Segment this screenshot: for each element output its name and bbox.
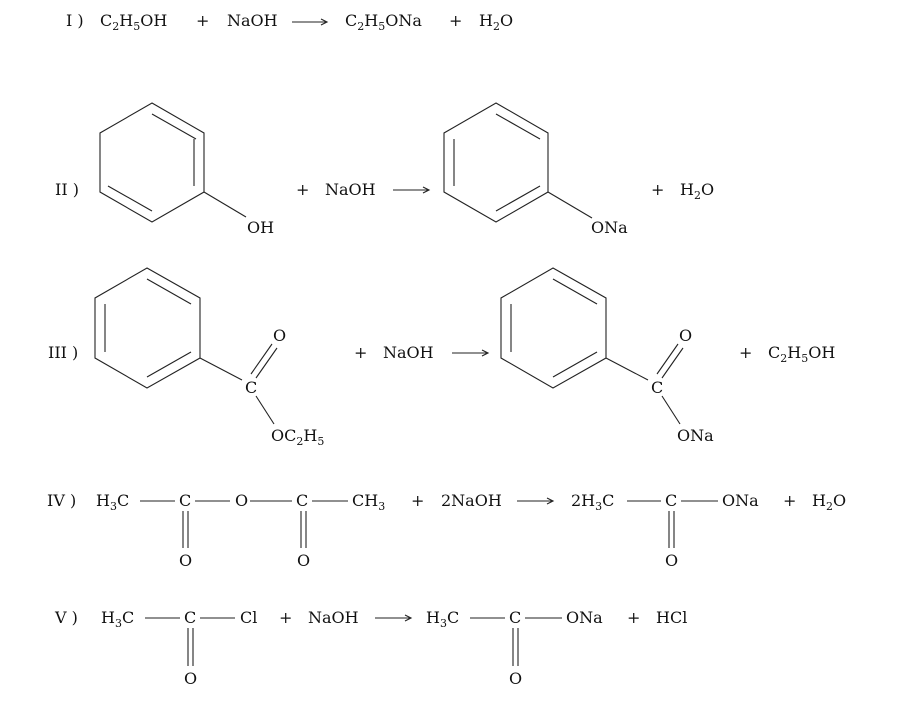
plus-sign: + bbox=[449, 11, 463, 30]
plus-sign: + bbox=[196, 11, 210, 30]
water-formula: H2O bbox=[680, 180, 715, 202]
reaction-arrow-5 bbox=[375, 614, 413, 622]
carbonyl-oxygen: O bbox=[179, 551, 193, 570]
ethoxy-group: OC2H5 bbox=[271, 426, 325, 448]
carbonyl-oxygen: O bbox=[273, 326, 287, 345]
carbonyl-carbon: C bbox=[245, 378, 258, 397]
carbonyl-carbon: C bbox=[296, 491, 309, 510]
ethanol-formula: C2H5OH bbox=[768, 343, 836, 365]
hydroxyl-group: OH bbox=[247, 218, 275, 237]
reaction-label-2: II ) bbox=[55, 180, 79, 199]
reaction-label-1: I ) bbox=[66, 11, 84, 30]
carbonyl-carbon: C bbox=[179, 491, 192, 510]
anhydride-bonds bbox=[140, 500, 718, 548]
acetate-methyl-group: 2H3C bbox=[571, 491, 615, 513]
reaction-label-5: V ) bbox=[55, 608, 78, 627]
phenol-ring bbox=[99, 102, 247, 223]
sodium-oxide-group: ONa bbox=[566, 608, 603, 627]
carbonyl-oxygen: O bbox=[184, 669, 198, 688]
benzoate-ring bbox=[500, 267, 684, 425]
carbonyl-carbon: C bbox=[509, 608, 522, 627]
reaction-arrow-2 bbox=[393, 186, 431, 194]
phenoxide-ring bbox=[443, 102, 593, 223]
plus-sign: + bbox=[651, 180, 665, 199]
carbonyl-oxygen: O bbox=[509, 669, 523, 688]
reagent-naoh: NaOH bbox=[383, 343, 434, 362]
plus-sign: + bbox=[296, 180, 310, 199]
carbonyl-oxygen: O bbox=[679, 326, 693, 345]
reagent-naoh: 2NaOH bbox=[441, 491, 502, 510]
hydrogen-chloride: HCl bbox=[656, 608, 688, 627]
plus-sign: + bbox=[783, 491, 797, 510]
reaction-label-4: IV ) bbox=[47, 491, 77, 510]
reaction-arrow-3 bbox=[452, 349, 490, 357]
ethanol-formula: C2H5OH bbox=[100, 11, 168, 33]
methyl-group: CH3 bbox=[352, 491, 386, 513]
carbonyl-carbon: C bbox=[651, 378, 664, 397]
carbonyl-oxygen: O bbox=[665, 551, 679, 570]
carbonyl-oxygen: O bbox=[297, 551, 311, 570]
bridge-oxygen: O bbox=[235, 491, 249, 510]
methyl-group: H3C bbox=[96, 491, 130, 513]
carbonyl-carbon: C bbox=[665, 491, 678, 510]
acyl-chloride-bonds bbox=[145, 617, 562, 666]
reagent-naoh: NaOH bbox=[227, 11, 278, 30]
sodium-ethoxide-formula: C2H5ONa bbox=[345, 11, 422, 33]
chlorine-atom: Cl bbox=[240, 608, 258, 627]
plus-sign: + bbox=[627, 608, 641, 627]
ester-ring bbox=[94, 267, 278, 425]
methyl-group: H3C bbox=[426, 608, 460, 630]
reaction-arrow-1 bbox=[292, 18, 329, 26]
reagent-naoh: NaOH bbox=[325, 180, 376, 199]
reaction-arrow-4 bbox=[517, 497, 555, 505]
sodium-oxide-group: ONa bbox=[677, 426, 714, 445]
methyl-group: H3C bbox=[101, 608, 135, 630]
reaction-label-3: III ) bbox=[48, 343, 79, 362]
plus-sign: + bbox=[354, 343, 368, 362]
reagent-naoh: NaOH bbox=[308, 608, 359, 627]
sodium-oxide-group: ONa bbox=[591, 218, 628, 237]
carbonyl-carbon: C bbox=[184, 608, 197, 627]
water-formula: H2O bbox=[812, 491, 847, 513]
plus-sign: + bbox=[739, 343, 753, 362]
sodium-oxide-group: ONa bbox=[722, 491, 759, 510]
water-formula: H2O bbox=[479, 11, 514, 33]
plus-sign: + bbox=[279, 608, 293, 627]
plus-sign: + bbox=[411, 491, 425, 510]
